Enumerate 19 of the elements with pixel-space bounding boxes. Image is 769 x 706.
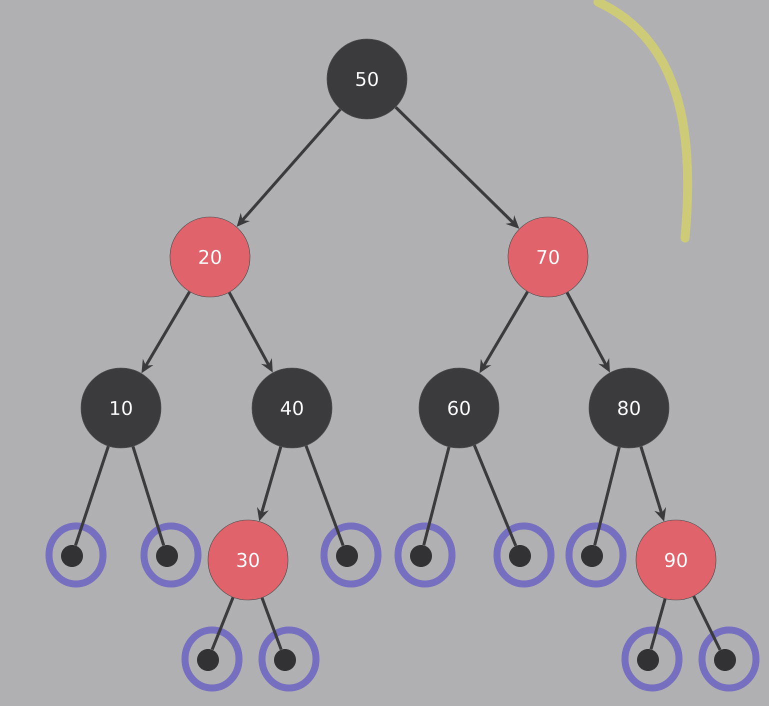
leaf-dot (197, 649, 219, 671)
tree-node: 70 (508, 216, 588, 298)
leaf-dot (581, 545, 603, 567)
leaf-dot (61, 545, 83, 567)
tree-node: 30 (208, 520, 288, 600)
leaf-dot (156, 545, 178, 567)
tree-node: 20 (170, 216, 250, 298)
tree-node: 50 (326, 38, 408, 120)
leaf-dot (336, 545, 358, 567)
leaf-dot (637, 649, 659, 671)
leaf-dot (410, 545, 432, 567)
leaf-dot (714, 649, 736, 671)
tree-node: 40 (252, 368, 332, 448)
tree-node: 90 (636, 520, 716, 600)
tree-node: 60 (418, 368, 500, 448)
leaf-dot (274, 649, 296, 671)
tree-node: 80 (588, 368, 670, 448)
leaf-dot (509, 545, 531, 567)
tree-node: 10 (80, 368, 162, 448)
